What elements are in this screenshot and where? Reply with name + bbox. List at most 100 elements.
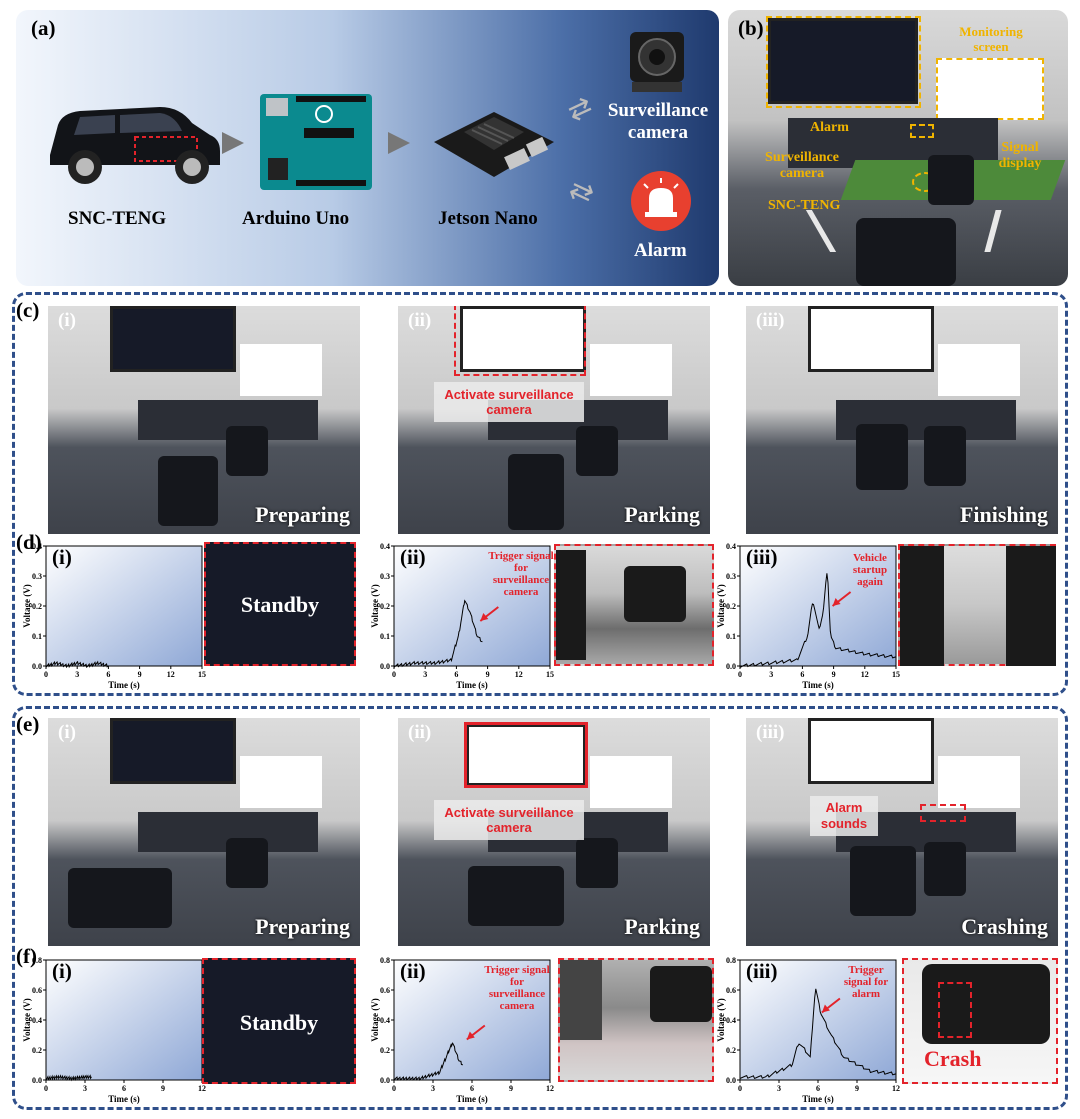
x-tick-label: 0	[738, 670, 742, 679]
arrow-right-icon	[388, 132, 410, 154]
y-tick-label: 0.0	[32, 1076, 42, 1085]
plot-area	[393, 545, 551, 667]
snc-teng-label: SNC-TENG	[768, 198, 841, 213]
x-tick-label: 6	[816, 1084, 820, 1093]
panel-e-label: (e)	[16, 712, 40, 736]
monitoring-screen	[768, 18, 918, 104]
plot-area	[393, 959, 551, 1081]
voltage-trace	[393, 1042, 463, 1081]
f-camera-view: Crash	[902, 958, 1058, 1084]
x-tick-label: 3	[75, 670, 79, 679]
x-tick-label: 15	[546, 670, 554, 679]
y-tick-label: 0.8	[32, 956, 42, 965]
signal-display	[938, 756, 1020, 808]
sub-label: (i)	[52, 545, 72, 569]
x-tick-label: 9	[509, 1084, 513, 1093]
alarm-label: Alarm	[810, 120, 849, 135]
toy-car	[226, 838, 268, 888]
x-tick-label: 15	[892, 670, 900, 679]
plot-area	[45, 545, 203, 667]
x-axis-label: Time (s)	[456, 680, 488, 690]
monitor	[110, 718, 236, 784]
toy-car	[850, 846, 916, 916]
y-tick-label: 0.2	[380, 602, 390, 611]
sub-label: (ii)	[400, 545, 426, 569]
y-tick-label: 0.0	[726, 662, 736, 671]
alarm-highlight-box	[920, 804, 966, 822]
vehicle-startup-note: Vehicle startup again	[852, 552, 888, 588]
y-tick-label: 0.2	[32, 1046, 42, 1055]
car-view	[624, 566, 686, 622]
toy-car	[576, 838, 618, 888]
x-tick-label: 9	[486, 670, 490, 679]
car-view	[650, 966, 712, 1022]
x-tick-label: 0	[44, 670, 48, 679]
y-tick-label: 0.8	[726, 956, 736, 965]
x-tick-label: 6	[800, 670, 804, 679]
x-tick-label: 6	[122, 1084, 126, 1093]
y-tick-label: 0.4	[32, 542, 42, 551]
voltage-trace	[45, 660, 109, 669]
y-tick-label: 0.1	[380, 632, 390, 641]
y-axis-label: Voltage (V)	[716, 998, 726, 1041]
x-tick-label: 3	[431, 1084, 435, 1093]
surveillance-caption: Surveillance camera	[607, 100, 709, 143]
monitor	[460, 306, 586, 372]
y-tick-label: 0.8	[380, 956, 390, 965]
x-tick-label: 9	[855, 1084, 859, 1093]
y-axis-label: Voltage (V)	[370, 584, 380, 627]
stage-label: Preparing	[255, 914, 350, 939]
y-tick-label: 0.1	[32, 632, 42, 641]
panel-c-label: (c)	[16, 298, 40, 322]
x-tick-label: 6	[106, 670, 110, 679]
panel-b-photo: (b) Monitoring screen Alarm Signal displ…	[728, 10, 1068, 286]
y-tick-label: 0.2	[726, 602, 736, 611]
voltage-trace	[739, 573, 897, 668]
standby-screen: Standby	[204, 542, 356, 666]
y-axis-label: Voltage (V)	[716, 584, 726, 627]
e-photo-3: Alarm sounds (iii) Crashing	[746, 718, 1058, 946]
panel-b-label: (b)	[738, 16, 764, 40]
y-tick-label: 0.4	[726, 1016, 736, 1025]
panel-f-label: (f)	[16, 944, 37, 968]
toy-car	[158, 456, 218, 526]
monitor	[110, 306, 236, 372]
monitor	[808, 718, 934, 784]
camera-icon	[630, 32, 684, 92]
arrow-head-icon	[821, 1004, 830, 1013]
y-tick-label: 0.3	[32, 572, 42, 581]
snc-teng-caption: SNC-TENG	[68, 208, 167, 229]
alarm-icon	[631, 171, 691, 231]
arrow-head-icon	[466, 1031, 475, 1040]
arduino-board-image	[260, 94, 372, 190]
car-view	[560, 960, 602, 1040]
suv-car-image	[50, 107, 220, 184]
x-tick-label: 3	[777, 1084, 781, 1093]
x-tick-label: 12	[198, 1084, 206, 1093]
x-tick-label: 0	[44, 1084, 48, 1093]
signal-display	[240, 344, 322, 396]
parking-line	[984, 210, 1002, 252]
stage-label: Finishing	[959, 502, 1048, 527]
toy-car	[508, 454, 564, 530]
x-tick-label: 6	[470, 1084, 474, 1093]
c-photo-1: (i) Preparing	[48, 306, 360, 534]
stage-label: Crashing	[961, 914, 1048, 939]
arrow-head-icon	[832, 598, 841, 606]
y-axis-label: Voltage (V)	[370, 998, 380, 1041]
panels-e-f-frame	[12, 706, 1068, 1110]
alarm-sounds-label: Alarm sounds	[810, 796, 878, 836]
sub-label: (iii)	[746, 959, 778, 983]
sub-label: (iii)	[756, 722, 785, 743]
signal-display-label: Signal display	[998, 140, 1042, 171]
y-tick-label: 0.4	[380, 542, 390, 551]
d-camera-view	[898, 544, 1056, 666]
toy-car	[468, 866, 564, 926]
e-photo-1: (i) Preparing	[48, 718, 360, 946]
x-tick-label: 9	[161, 1084, 165, 1093]
x-axis-label: Time (s)	[108, 1094, 140, 1104]
e-photo-2: Activate surveillance camera (ii) Parkin…	[398, 718, 710, 946]
